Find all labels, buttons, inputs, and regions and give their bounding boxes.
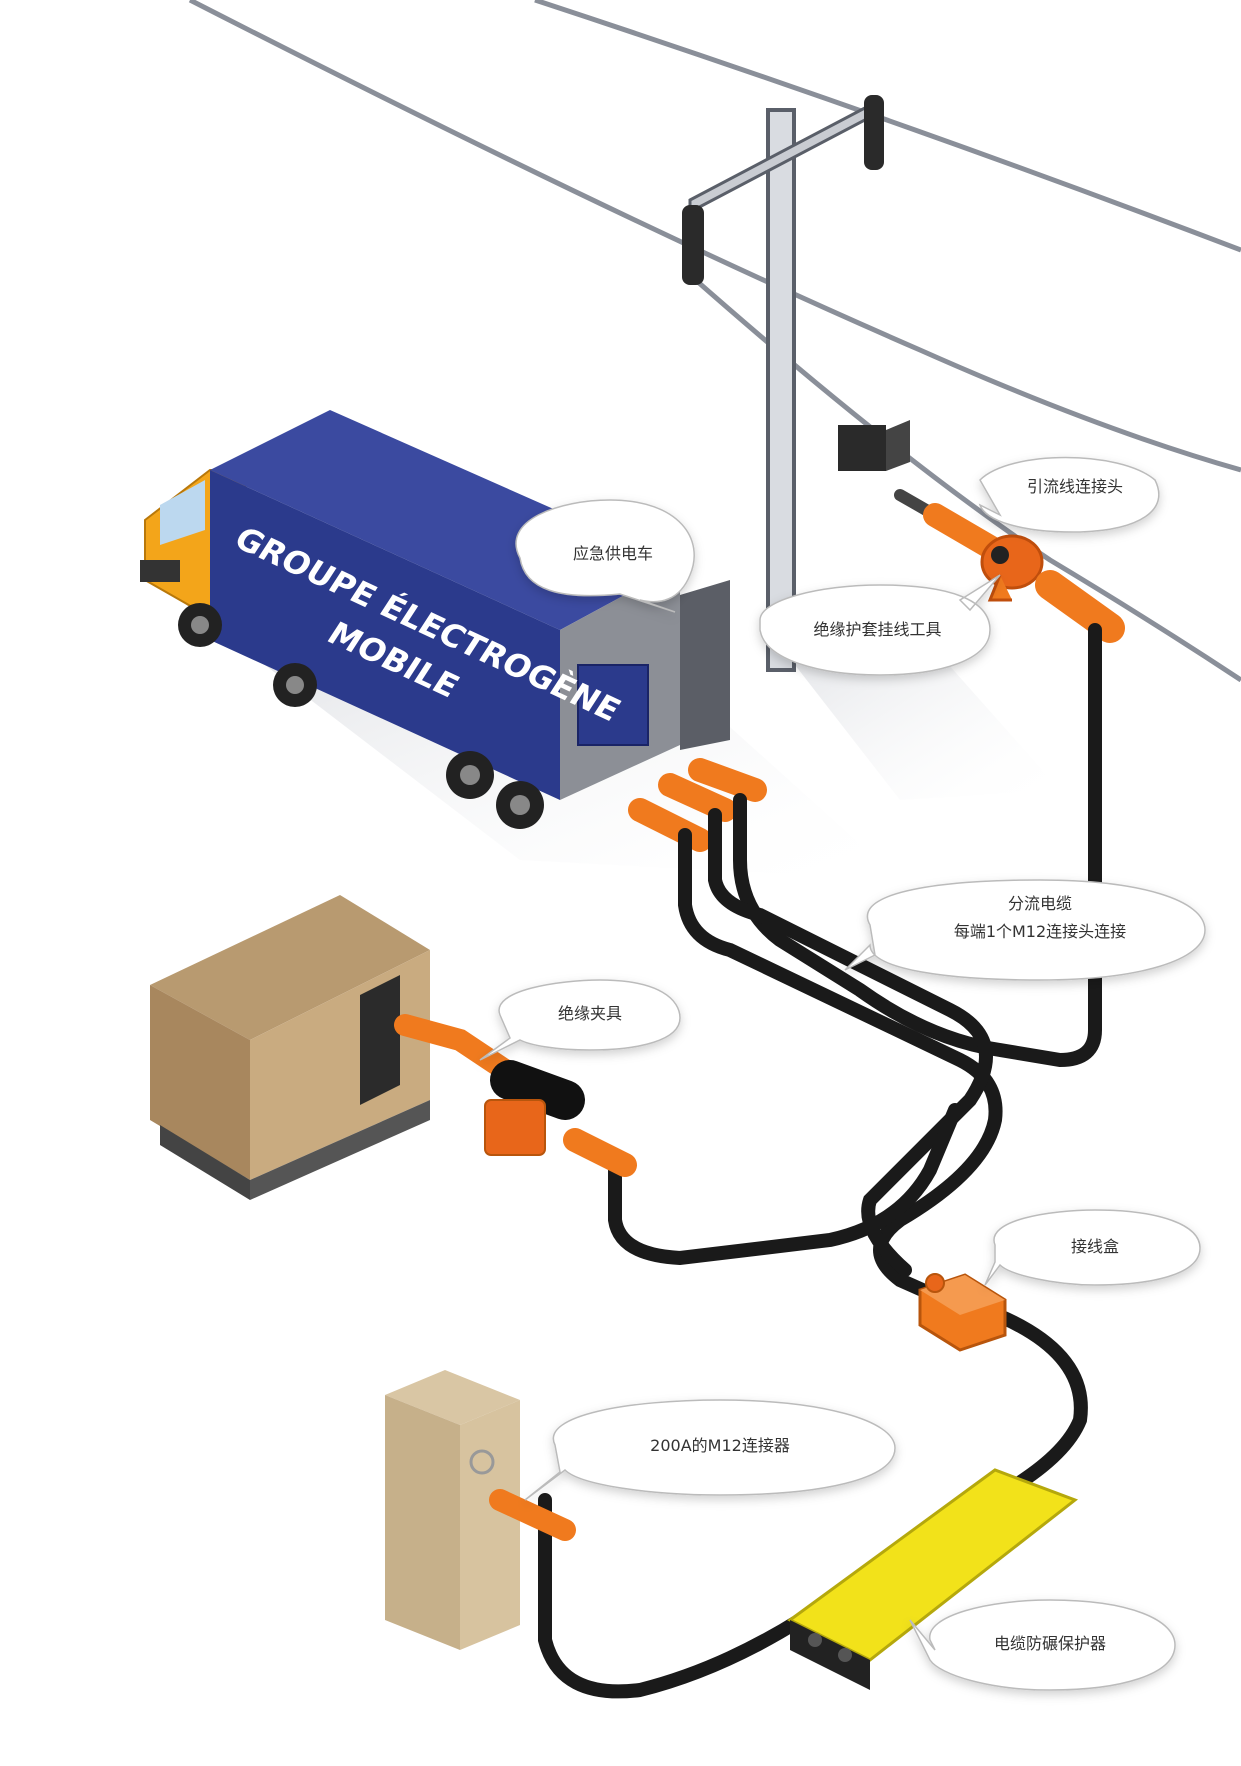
bubble-emergency-vehicle [515, 499, 695, 613]
emergency-power-truck: GROUPE ÉLECTROGÈNE MOBILE [140, 410, 730, 829]
cable-protector [787, 1468, 1079, 1690]
bubble-bypass-connector [978, 456, 1160, 533]
callout-shunt-cable-line1: 分流电缆 [1007, 894, 1072, 913]
callout-bubbles [479, 456, 1206, 1691]
callout-bypass-connector: 引流线连接头 [1026, 477, 1123, 496]
utility-pole [682, 95, 1060, 800]
callout-insulated-clamp: 绝缘夹具 [557, 1004, 622, 1023]
bubble-cable-protector [909, 1599, 1176, 1691]
transformer-cabinet [150, 895, 430, 1200]
callout-m12-connector: 200A的M12连接器 [650, 1436, 790, 1455]
callout-insulated-hook-tool: 绝缘护套挂线工具 [813, 620, 942, 639]
electrical-cabinet [385, 1370, 576, 1650]
bubble-insulated-hook-tool [759, 574, 1001, 676]
callout-shunt-cable-line2: 每端1个M12连接头连接 [953, 922, 1127, 941]
bubble-m12-connector [524, 1399, 896, 1501]
bubble-shunt-cable [844, 879, 1206, 981]
callout-emergency-vehicle: 应急供电车 [572, 544, 653, 563]
callout-cable-protector: 电缆防碾保护器 [993, 1634, 1106, 1653]
bubble-insulated-clamp [479, 979, 681, 1061]
bubble-junction-box [984, 1209, 1201, 1286]
callout-junction-box: 接线盒 [1070, 1237, 1119, 1256]
cables [538, 623, 1102, 1699]
junction-box [918, 1273, 1007, 1352]
bypass-connector-assembly [894, 489, 1125, 643]
insulated-clamp [394, 1014, 637, 1177]
